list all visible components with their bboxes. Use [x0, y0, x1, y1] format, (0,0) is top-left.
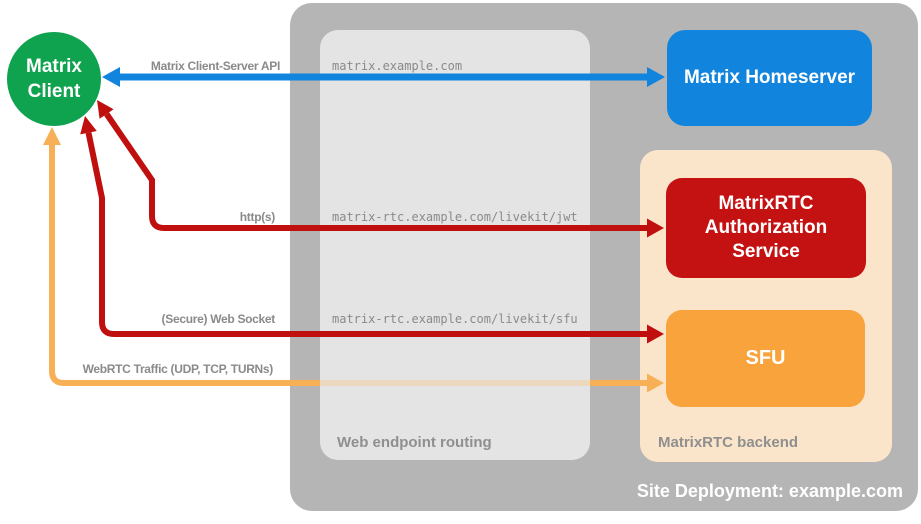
http-protocol-label: http(s): [239, 210, 276, 224]
sfu-endpoint-label: matrix-rtc.example.com/livekit/sfu: [332, 312, 578, 326]
matrix-homeserver-node: Matrix Homeserver: [667, 30, 872, 126]
matrix-client-node: Matrix Client: [7, 32, 101, 126]
matrix-homeserver-label: Matrix Homeserver: [683, 67, 856, 88]
web-endpoint-routing-container: [320, 30, 590, 460]
sfu-label: SFU: [745, 347, 786, 369]
matrixrtc-backend-label: MatrixRTC backend: [658, 434, 799, 451]
site-deployment-label: Site Deployment: example.com: [636, 481, 903, 501]
matrixrtc-authorization-service-node: MatrixRTC Authorization Service: [666, 178, 866, 278]
jwt-endpoint-label: matrix-rtc.example.com/livekit/jwt: [332, 210, 578, 224]
matrix-client-label: Matrix Client: [26, 56, 82, 102]
sfu-node: SFU: [666, 310, 865, 407]
homeserver-endpoint-label: matrix.example.com: [332, 59, 463, 73]
webrtc-protocol-label: WebRTC Traffic (UDP, TCP, TURNs): [82, 362, 274, 376]
websocket-protocol-label: (Secure) Web Socket: [161, 312, 276, 326]
web-endpoint-routing-label: Web endpoint routing: [337, 434, 492, 451]
client-server-api-protocol-label: Matrix Client-Server API: [150, 59, 280, 73]
matrixrtc-authorization-service-label: MatrixRTC Authorization Service: [704, 193, 828, 262]
